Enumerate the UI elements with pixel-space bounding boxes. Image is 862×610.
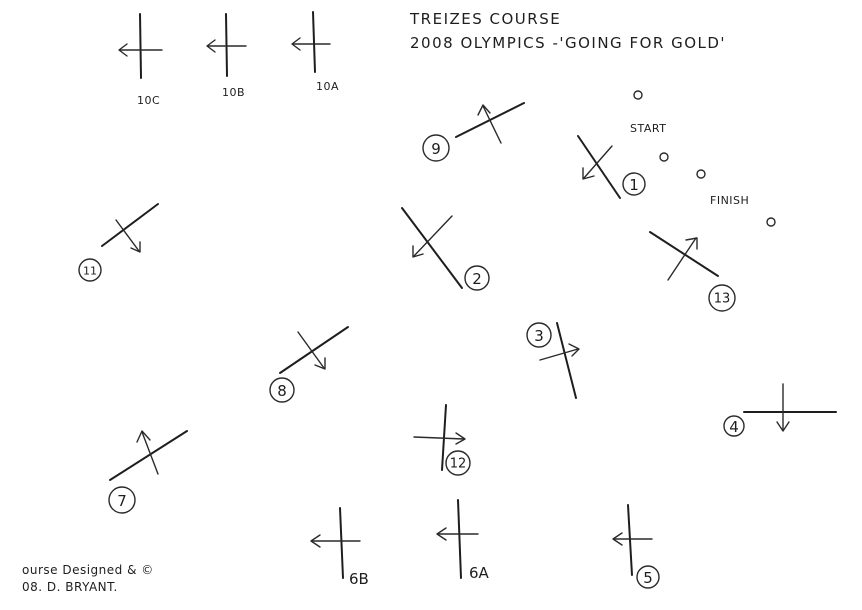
finish-marker: [696, 169, 706, 179]
svg-text:3: 3: [534, 327, 544, 345]
fence-2: [401, 207, 463, 289]
svg-text:13: 13: [714, 292, 731, 307]
start-marker: [633, 90, 643, 100]
fence-number-2: 2: [464, 265, 490, 291]
credit-line-1: ourse Designed & ©: [22, 563, 154, 577]
credit-line-2: 08. D. BRYANT.: [22, 580, 118, 594]
fence-3: [539, 322, 580, 399]
svg-text:1: 1: [629, 176, 639, 194]
fence-number-8: 8: [269, 377, 295, 403]
fence-number-7: 7: [108, 486, 136, 514]
fence-10c: [118, 13, 163, 79]
fence-6b: [310, 507, 361, 579]
svg-text:4: 4: [729, 418, 739, 436]
fence-number-12: 12: [445, 450, 471, 476]
fence-13: [649, 231, 719, 281]
fence-number-5: 5: [636, 565, 660, 589]
fence-10b: [206, 13, 247, 77]
fence-1: [577, 135, 621, 199]
svg-text:5: 5: [643, 569, 653, 587]
svg-text:12: 12: [450, 457, 467, 472]
svg-text:9: 9: [431, 140, 441, 158]
fence-number-13: 13: [708, 284, 736, 312]
fence-number-9: 9: [422, 134, 450, 162]
fence-label-10a: 10A: [316, 80, 339, 93]
fence-number-11: 11: [78, 258, 102, 282]
course-title: TREIZES COURSE: [409, 10, 561, 28]
fence-number-4: 4: [723, 415, 745, 437]
course-subtitle: 2008 OLYMPICS -'GOING FOR GOLD': [410, 34, 726, 52]
fence-label-10b: 10B: [222, 86, 245, 99]
fence-number-1: 1: [622, 172, 646, 196]
svg-text:2: 2: [472, 270, 482, 288]
fence-label-10c: 10C: [137, 94, 160, 107]
fence-10a: [291, 11, 331, 73]
fence-label-6a: 6A: [469, 564, 490, 582]
start-marker: [659, 152, 669, 162]
fence-4: [743, 383, 837, 432]
fence-11: [101, 203, 159, 253]
svg-text:7: 7: [117, 492, 127, 510]
finish-label: FINISH: [710, 194, 749, 207]
fence-8: [279, 326, 349, 374]
fence-7: [109, 430, 188, 481]
fence-6a: [436, 499, 479, 579]
finish-marker: [766, 217, 776, 227]
fence-12: [413, 404, 466, 471]
svg-text:11: 11: [83, 265, 97, 278]
fence-label-6b: 6B: [349, 570, 369, 588]
fence-9: [455, 102, 525, 144]
fence-number-3: 3: [526, 322, 552, 348]
fence-5: [612, 504, 653, 576]
start-label: START: [630, 122, 666, 135]
svg-text:8: 8: [277, 382, 287, 400]
